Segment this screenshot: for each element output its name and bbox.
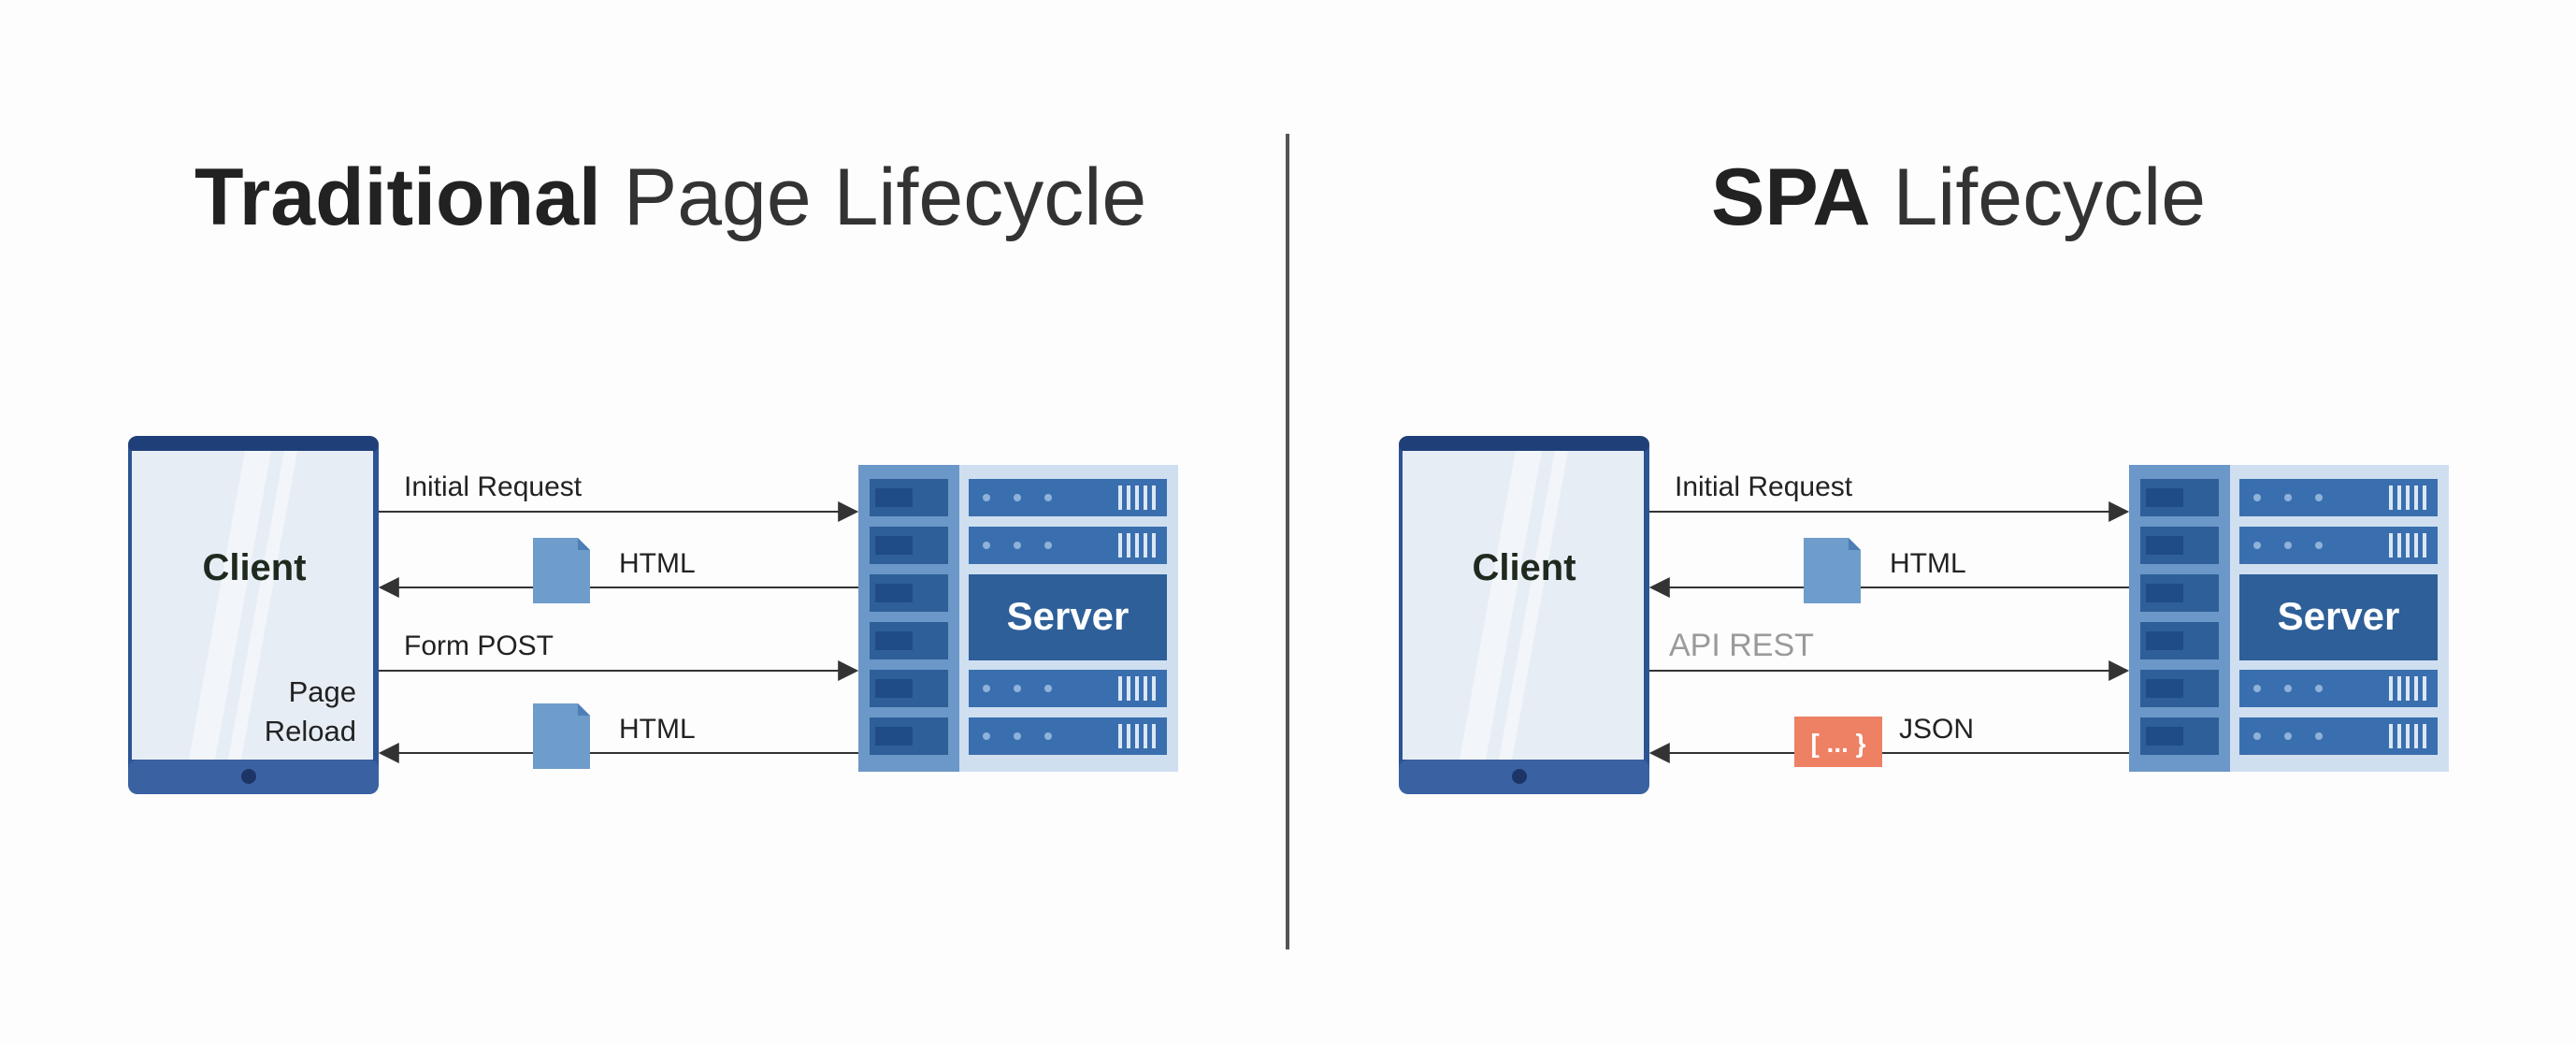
json-response-label: JSON: [1899, 714, 1974, 745]
document-icon: [1804, 538, 1861, 603]
screen-glare: [189, 451, 271, 760]
server-unit-6: [2239, 717, 2438, 755]
client-tablet: Client: [1399, 436, 1649, 794]
server-unit-top: [969, 479, 1167, 516]
document-icon: [533, 538, 590, 603]
json-badge: [1794, 717, 1882, 767]
page-reload-line1: Page: [289, 675, 356, 708]
initial-request-label: Initial Request: [1675, 471, 1853, 502]
html-reload-label: HTML: [619, 714, 696, 745]
home-button-icon: [241, 769, 256, 784]
screen-glare-thin: [228, 451, 297, 760]
screen-glare-thin: [1499, 451, 1568, 760]
tablet-top-bar: [1399, 436, 1649, 453]
server-label: Server: [2278, 594, 2400, 638]
client-label: Client: [1472, 547, 1576, 588]
tablet-top-bar: [128, 436, 379, 453]
server-unit-2: [969, 527, 1167, 564]
client-tablet: Client Page Reload: [128, 436, 379, 794]
document-icon: [533, 703, 590, 769]
api-rest-label: API REST: [1669, 628, 1814, 663]
html-response-label: HTML: [619, 548, 696, 579]
server-rack: Server: [2129, 465, 2449, 772]
client-label: Client: [202, 547, 306, 588]
html-response-label: HTML: [1890, 548, 1966, 579]
server-label-panel: [969, 574, 1167, 660]
server-unit-top: [2239, 479, 2438, 516]
server-rack: Server: [858, 465, 1178, 772]
server-label-panel: [2239, 574, 2438, 660]
server-left-slots: [2140, 479, 2219, 755]
initial-request-label: Initial Request: [404, 471, 583, 502]
server-unit-5: [2239, 670, 2438, 707]
form-post-label: Form POST: [404, 630, 554, 661]
page-reload-line2: Reload: [265, 715, 356, 747]
server-left-slots: [870, 479, 948, 755]
server-unit-5: [969, 670, 1167, 707]
json-badge-text: [ ... }: [1810, 729, 1865, 758]
server-unit-6: [969, 717, 1167, 755]
home-button-icon: [1512, 769, 1527, 784]
server-unit-2: [2239, 527, 2438, 564]
server-label: Server: [1007, 594, 1130, 638]
screen-glare: [1460, 451, 1542, 760]
